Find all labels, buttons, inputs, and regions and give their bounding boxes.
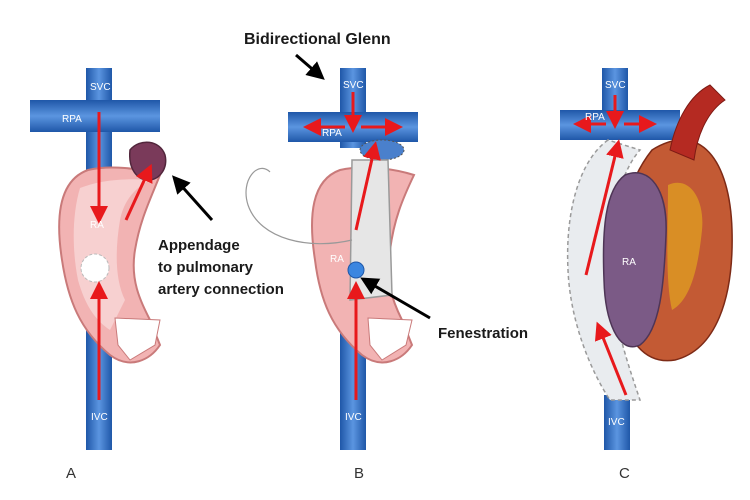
ra-label-c: RA — [622, 257, 636, 268]
ra-label-b: RA — [330, 254, 344, 265]
right-atrium-c — [602, 172, 667, 348]
panel-c: SVC RPA RA IVC — [560, 68, 733, 450]
flow-arrow-tunnel-b — [354, 141, 381, 231]
appendage-callout-line2: to pulmonary — [158, 259, 254, 276]
flow-arrow-appendage-a — [124, 163, 153, 221]
ivc-vessel-c — [604, 395, 630, 450]
rpa-label-c: RPA — [585, 112, 605, 123]
septal-patch-a — [80, 253, 110, 283]
anastomosis-b — [359, 139, 405, 161]
panel-label-a: A — [66, 465, 76, 482]
ra-label-a: RA — [90, 220, 104, 231]
svc-label-c: SVC — [605, 80, 626, 91]
flow-arrow-conduit-upper-c — [584, 139, 624, 276]
fenestration-callout-arrow — [360, 277, 431, 320]
svc-label-b: SVC — [343, 80, 364, 91]
fenestration-callout: Fenestration — [438, 325, 528, 342]
appendage-callout-line1: Appendage — [158, 237, 240, 254]
epicardial-fat — [667, 182, 703, 310]
valve-tissue-a — [114, 317, 161, 361]
valve-tissue-b — [367, 317, 413, 361]
rpa-vessel-a — [30, 100, 160, 132]
suture-thread — [245, 167, 353, 245]
rpa-label-a: RPA — [62, 114, 82, 125]
ivc-label-c: IVC — [608, 417, 625, 428]
panel-label-c: C — [619, 465, 630, 482]
svc-label-a: SVC — [90, 82, 111, 93]
rpa-label-b: RPA — [322, 128, 342, 139]
aorta — [669, 84, 726, 161]
appendage-callout-arrow — [171, 175, 214, 222]
panel-label-b: B — [354, 465, 364, 482]
panel-a: SVC RPA RA IVC — [30, 68, 167, 450]
ivc-label-b: IVC — [345, 412, 362, 423]
appendage-callout-line3: artery connection — [158, 281, 284, 298]
fenestration-hole — [347, 261, 365, 279]
panel-b: SVC RPA RA IVC — [245, 68, 418, 450]
flow-arrow-conduit-lower-c — [594, 321, 628, 396]
rpa-vessel-c — [560, 110, 680, 140]
glenn-callout-arrow — [295, 53, 325, 80]
glenn-callout: Bidirectional Glenn — [244, 31, 391, 48]
ivc-label-a: IVC — [91, 412, 108, 423]
